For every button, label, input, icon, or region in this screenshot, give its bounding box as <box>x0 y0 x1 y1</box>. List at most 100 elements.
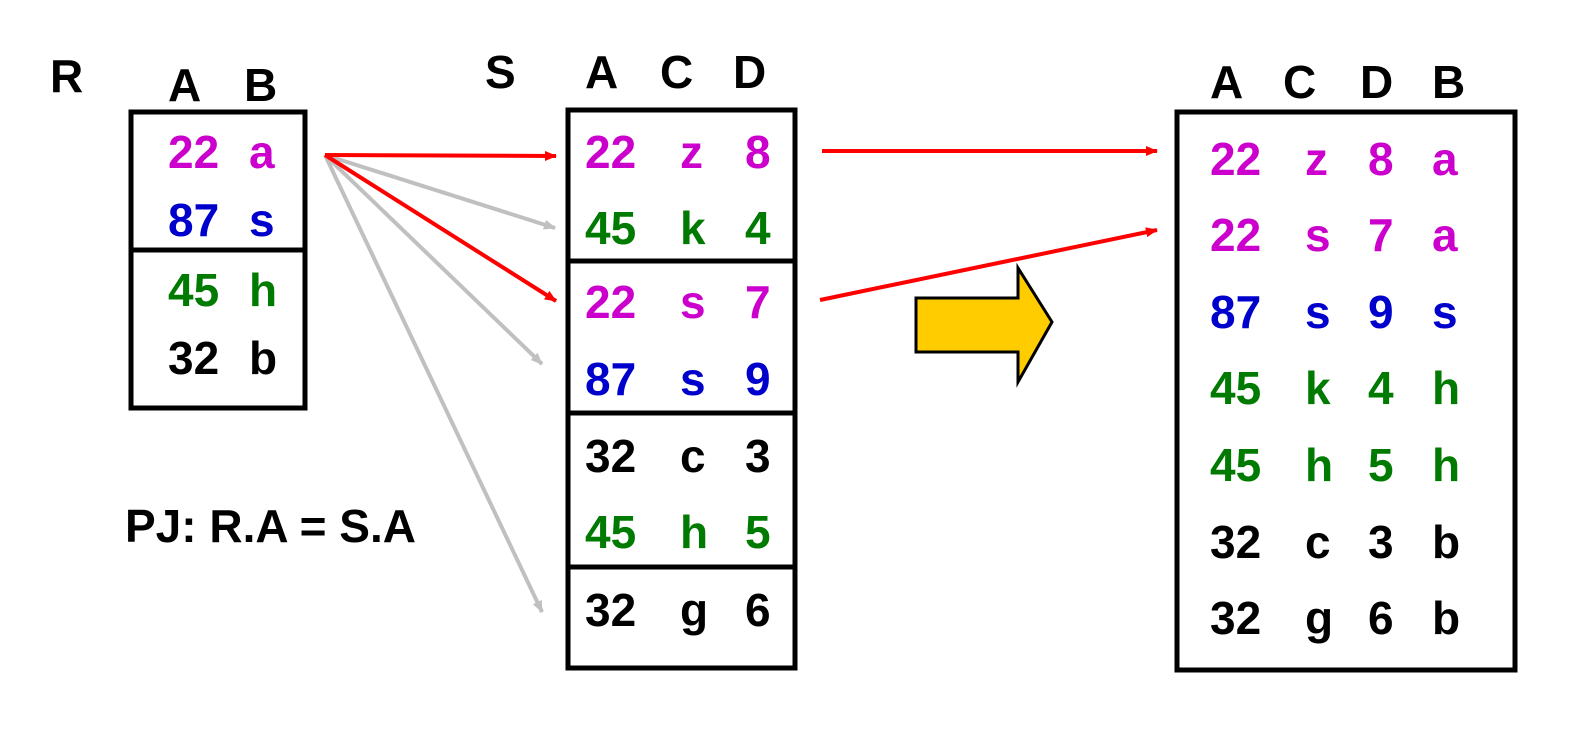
result-row-6: 32 c 3 b <box>1210 516 1460 568</box>
probe-arrow-gray <box>323 154 544 613</box>
table-cell: s <box>1432 286 1458 338</box>
table-cell: 3 <box>1368 516 1394 568</box>
table-cell: h <box>1305 439 1333 491</box>
relation-s-row-5: 32 c 3 <box>585 430 771 482</box>
result-header-c: C <box>1283 56 1316 108</box>
relation-s-table <box>565 107 798 671</box>
table-cell: s <box>1305 286 1331 338</box>
table-cell: 45 <box>585 202 636 254</box>
table-cell: 22 <box>1210 133 1261 185</box>
match-arrow-red <box>324 150 557 161</box>
table-cell: 22 <box>585 126 636 178</box>
table-cell: k <box>680 202 706 254</box>
result-header-d: D <box>1360 56 1393 108</box>
table-cell: 87 <box>168 194 219 246</box>
table-cell: 9 <box>1368 286 1394 338</box>
relation-s-name: S <box>485 46 516 98</box>
relation-r-header-b: B <box>244 59 277 111</box>
table-cell: 5 <box>745 506 771 558</box>
relation-r-row-2: 87 s <box>168 194 275 246</box>
table-cell: b <box>1432 592 1460 644</box>
result-row-3: 87 s 9 s <box>1210 286 1458 338</box>
result-relation: A C D B 22 z 8 a 22 s 7 a 87 s 9 s 45 k … <box>1174 56 1518 673</box>
relation-s-row-6: 45 h 5 <box>585 506 771 558</box>
table-cell: 7 <box>745 276 771 328</box>
relation-s-header-c: C <box>660 46 693 98</box>
table-cell: 8 <box>1368 133 1394 185</box>
result-row-4: 45 k 4 h <box>1210 362 1460 414</box>
table-cell: 22 <box>168 126 219 178</box>
result-row-5: 45 h 5 h <box>1210 439 1460 491</box>
table-cell: 45 <box>168 264 219 316</box>
relation-r-table <box>128 109 308 411</box>
relation-r-name: R <box>50 50 83 102</box>
table-cell: 32 <box>585 584 636 636</box>
table-cell: s <box>680 276 706 328</box>
relation-r-row-1: 22 a <box>168 126 275 178</box>
table-cell: a <box>249 126 275 178</box>
table-cell: h <box>1432 362 1460 414</box>
table-cell: 45 <box>585 506 636 558</box>
table-cell: 3 <box>745 430 771 482</box>
result-row-7: 32 g 6 b <box>1210 592 1460 644</box>
table-cell: s <box>680 353 706 405</box>
relation-s-row-7: 32 g 6 <box>585 584 771 636</box>
table-cell: c <box>1305 516 1331 568</box>
relation-s-header-d: D <box>733 46 766 98</box>
table-cell: 4 <box>1368 362 1394 414</box>
result-row-2: 22 s 7 a <box>1210 209 1458 261</box>
table-cell: h <box>249 264 277 316</box>
table-cell: 45 <box>1210 439 1261 491</box>
join-predicate: PJ: R.A = S.A <box>125 500 416 552</box>
result-header-b: B <box>1432 56 1465 108</box>
output-arrow-red <box>819 227 1158 302</box>
relation-s: S A C D 22 z 8 45 k 4 22 s 7 87 s 9 32 <box>485 46 798 671</box>
table-cell: 87 <box>1210 286 1261 338</box>
relation-s-row-3: 22 s 7 <box>585 276 771 328</box>
probe-arrow-gray <box>324 153 556 230</box>
table-cell: 22 <box>1210 209 1261 261</box>
table-cell: a <box>1432 209 1458 261</box>
result-row-1: 22 z 8 a <box>1210 133 1458 185</box>
relation-r-row-4: 32 b <box>168 332 277 384</box>
probe-arrows <box>323 150 558 613</box>
table-cell: 7 <box>1368 209 1394 261</box>
table-cell: 32 <box>168 332 219 384</box>
table-cell: 32 <box>1210 516 1261 568</box>
table-cell: g <box>1305 592 1333 644</box>
relation-r: R A B 22 a 87 s 45 h 32 b <box>50 50 308 411</box>
table-cell: s <box>1305 209 1331 261</box>
table-cell: 45 <box>1210 362 1261 414</box>
table-cell: 8 <box>745 126 771 178</box>
relation-r-row-3: 45 h <box>168 264 277 316</box>
table-cell: a <box>1432 133 1458 185</box>
table-cell: 6 <box>745 584 771 636</box>
table-cell: 87 <box>585 353 636 405</box>
table-cell: 4 <box>745 202 771 254</box>
match-arrow-red <box>323 153 558 303</box>
table-cell: b <box>1432 516 1460 568</box>
table-cell: 9 <box>745 353 771 405</box>
probe-arrow-gray <box>323 153 544 366</box>
relation-s-row-4: 87 s 9 <box>585 353 771 405</box>
result-header-a: A <box>1210 56 1243 108</box>
table-cell: z <box>680 126 703 178</box>
table-cell: h <box>680 506 708 558</box>
table-cell: c <box>680 430 706 482</box>
output-arrows <box>819 146 1158 302</box>
result-table <box>1174 109 1518 673</box>
relation-s-row-2: 45 k 4 <box>585 202 771 254</box>
table-cell: b <box>249 332 277 384</box>
table-cell: 6 <box>1368 592 1394 644</box>
table-cell: 32 <box>1210 592 1261 644</box>
table-cell: s <box>249 194 275 246</box>
table-cell: g <box>680 584 708 636</box>
table-cell: 32 <box>585 430 636 482</box>
result-arrow-icon <box>914 262 1054 388</box>
relation-s-header-a: A <box>585 46 618 98</box>
table-cell: k <box>1305 362 1331 414</box>
table-cell: h <box>1432 439 1460 491</box>
relation-r-header-a: A <box>168 59 201 111</box>
relation-s-row-1: 22 z 8 <box>585 126 771 178</box>
